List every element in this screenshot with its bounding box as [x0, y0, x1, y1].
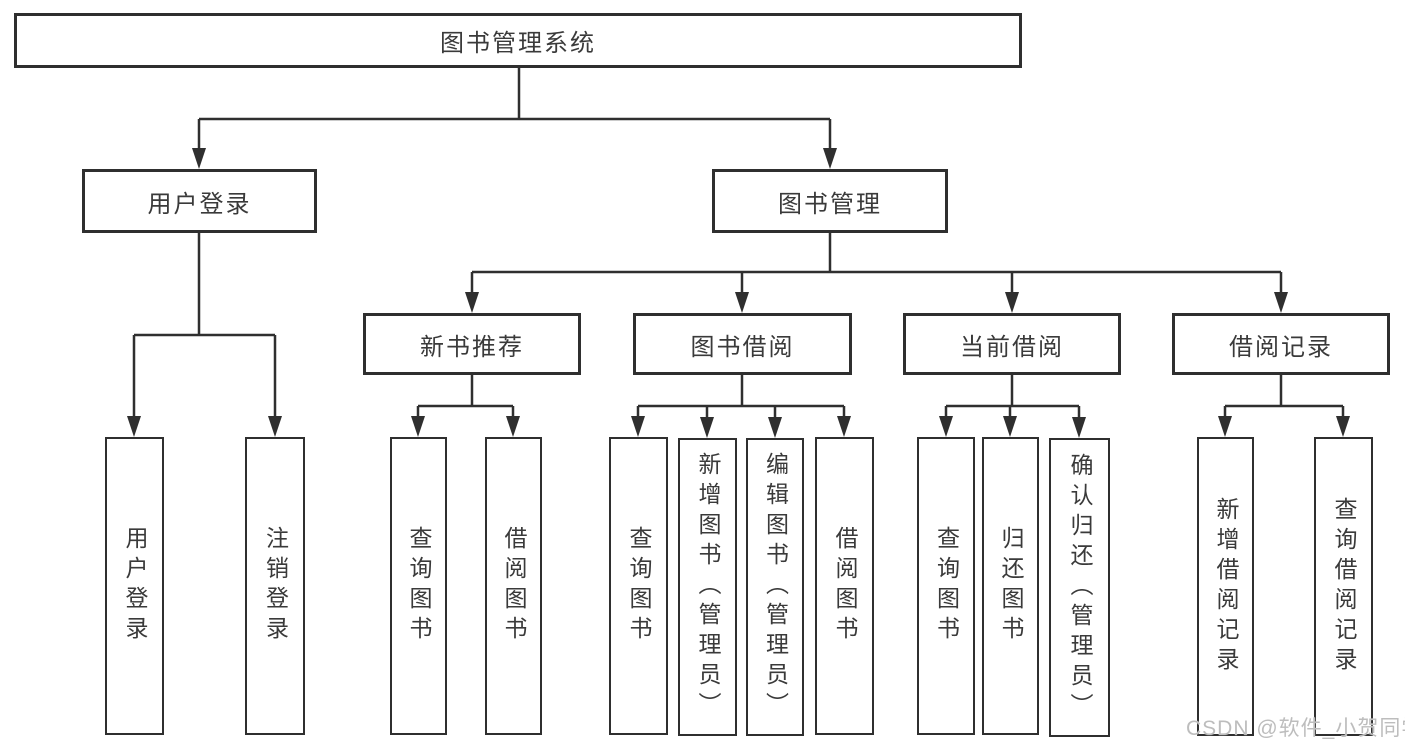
leaf-user-login-label: 用户登录 [122, 526, 148, 646]
leaf-g2-return-books: 归还图书 [982, 437, 1039, 735]
node-root: 图书管理系统 [14, 13, 1022, 68]
leaf-g2-confirm-return-admin-label: 确认归还（管理员） [1067, 452, 1093, 723]
leaf-g1-borrow-books-label: 借阅图书 [832, 526, 858, 646]
leaf-logout-label: 注销登录 [262, 526, 289, 646]
leaf-g2-return-books-label: 归还图书 [998, 526, 1024, 646]
node-current-borrow: 当前借阅 [903, 313, 1121, 375]
node-book-borrow: 图书借阅 [633, 313, 852, 375]
leaf-logout: 注销登录 [245, 437, 305, 735]
leaf-g2-query-books: 查询图书 [917, 437, 975, 735]
leaf-g0-query-books: 查询图书 [390, 437, 447, 735]
node-new-book-recommend-label: 新书推荐 [420, 333, 524, 361]
leaf-g1-edit-books-admin: 编辑图书（管理员） [746, 438, 804, 736]
node-borrow-records-label: 借阅记录 [1229, 333, 1333, 361]
node-root-label: 图书管理系统 [440, 30, 596, 57]
node-book-management: 图书管理 [712, 169, 948, 233]
watermark: CSDN @软件_小贺同学 [1186, 717, 1405, 740]
leaf-g2-confirm-return-admin: 确认归还（管理员） [1049, 438, 1110, 737]
leaf-g2-query-books-label: 查询图书 [933, 526, 960, 646]
leaf-g1-borrow-books: 借阅图书 [815, 437, 874, 735]
node-current-borrow-label: 当前借阅 [960, 333, 1064, 361]
leaf-g3-query-record: 查询借阅记录 [1314, 437, 1373, 736]
node-user-login-label: 用户登录 [147, 190, 252, 218]
leaf-g1-query-books-label: 查询图书 [626, 526, 652, 646]
leaf-g3-query-record-label: 查询借阅记录 [1331, 496, 1357, 677]
node-borrow-records: 借阅记录 [1172, 313, 1390, 375]
leaf-user-login: 用户登录 [105, 437, 164, 735]
leaf-g1-query-books: 查询图书 [609, 437, 668, 735]
node-user-login: 用户登录 [82, 169, 317, 233]
node-book-management-label: 图书管理 [778, 190, 882, 218]
node-new-book-recommend: 新书推荐 [363, 313, 581, 375]
node-book-borrow-label: 图书借阅 [690, 333, 795, 361]
leaf-g1-add-books-admin: 新增图书（管理员） [678, 438, 737, 736]
leaf-g0-borrow-books-label: 借阅图书 [501, 526, 527, 646]
leaf-g3-add-record-label: 新增借阅记录 [1213, 496, 1239, 677]
leaf-g0-borrow-books: 借阅图书 [485, 437, 542, 735]
leaf-g1-add-books-admin-label: 新增图书（管理员） [695, 452, 721, 722]
leaf-g3-add-record: 新增借阅记录 [1197, 437, 1254, 736]
leaf-g1-edit-books-admin-label: 编辑图书（管理员） [762, 452, 789, 722]
leaf-g0-query-books-label: 查询图书 [406, 526, 432, 646]
